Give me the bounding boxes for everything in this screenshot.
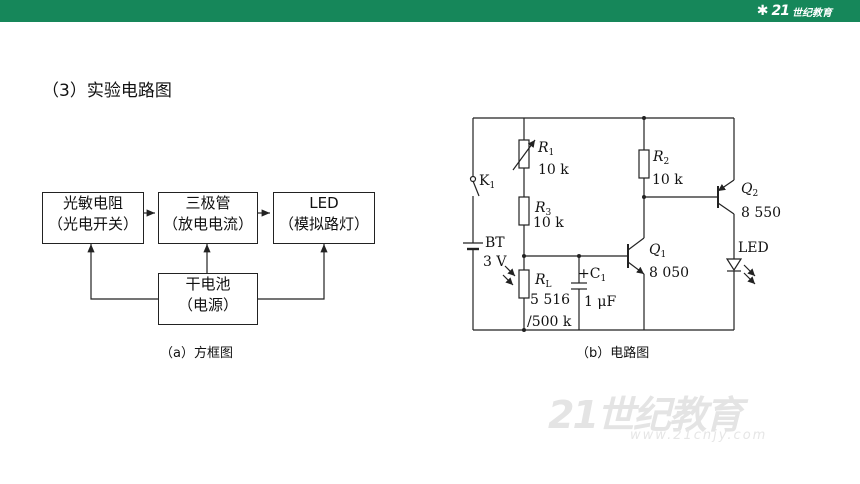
brand-logo: ✱ 21 世纪教育: [757, 2, 832, 20]
label-r3: R3: [534, 200, 552, 218]
block-battery-sub: （电源）: [177, 296, 238, 314]
switch-k1-contact: [469, 175, 477, 183]
arrow-4-to-3: [256, 244, 328, 300]
label-q2-value: 8 550: [741, 205, 781, 221]
label-c1: +C1: [578, 266, 606, 284]
label-q1-value: 8 050: [649, 265, 689, 281]
label-q2: Q2: [741, 181, 758, 199]
label-c1-value: 1 μF: [584, 294, 616, 310]
label-k1: K1: [479, 173, 495, 191]
led-light-arrow-1: [743, 264, 756, 277]
arrow-4-to-1: [87, 244, 158, 300]
label-r2: R2: [652, 149, 669, 167]
q2-collector: [717, 202, 735, 215]
node-rl-top: [522, 254, 526, 258]
q2-emitter: [717, 179, 735, 192]
label-bt-value: 3 V: [483, 254, 507, 270]
resistor-r2: [638, 149, 650, 179]
top-banner: ✱ 21 世纪教育: [0, 0, 860, 22]
label-r3-value: 10 k: [533, 215, 564, 231]
block-led-title: LED: [309, 194, 339, 212]
rl-light-arrow-1: [504, 265, 516, 277]
logo-number: 21: [771, 3, 791, 19]
label-rl-value-2: /500 k: [527, 314, 572, 330]
label-rl: RL: [534, 272, 552, 290]
label-r1: R1: [537, 140, 554, 158]
rl-light-arrow-2: [502, 274, 514, 286]
block-photoresistor: 光敏电阻 （光电开关）: [42, 192, 144, 244]
label-r1-value: 10 k: [538, 162, 569, 178]
label-rl-value-1: 5 516: [530, 292, 570, 308]
block-transistor-title: 三极管: [185, 194, 231, 212]
label-led: LED: [738, 240, 769, 256]
switch-k1-blade: [472, 180, 480, 197]
block-transistor: 三极管 （放电电流）: [158, 192, 258, 244]
r1-variable-arrow: [512, 139, 536, 171]
block-photoresistor-sub: （光电开关）: [47, 215, 138, 233]
runner-icon: ✱: [756, 3, 769, 19]
node-rl-bottom: [522, 328, 526, 332]
node-r2-top: [642, 116, 646, 120]
label-bt: BT: [485, 235, 505, 251]
label-q1: Q1: [649, 242, 666, 260]
section-heading: （3）实验电路图: [42, 81, 172, 101]
resistor-r3: [518, 196, 530, 226]
led-light-arrow-2: [743, 272, 756, 285]
watermark-logo: 21世纪教育: [548, 393, 743, 437]
circuit-caption: （b）电路图: [576, 346, 650, 361]
q1-collector: [627, 237, 645, 251]
block-photoresistor-title: 光敏电阻: [62, 194, 123, 212]
block-diagram-caption: （a）方框图: [160, 346, 233, 361]
block-battery: 干电池 （电源）: [158, 273, 258, 325]
logo-text: 世纪教育: [792, 7, 832, 19]
block-led: LED （模拟路灯）: [273, 192, 375, 244]
led-symbol: [725, 258, 743, 272]
block-transistor-sub: （放电电流）: [162, 215, 253, 233]
q1-emitter: [627, 261, 645, 275]
photoresistor-rl: [518, 269, 530, 299]
watermark-url: www.21cnjy.com: [630, 428, 768, 443]
label-r2-value: 10 k: [652, 172, 683, 188]
block-battery-title: 干电池: [185, 275, 231, 293]
block-led-sub: （模拟路灯）: [278, 215, 369, 233]
